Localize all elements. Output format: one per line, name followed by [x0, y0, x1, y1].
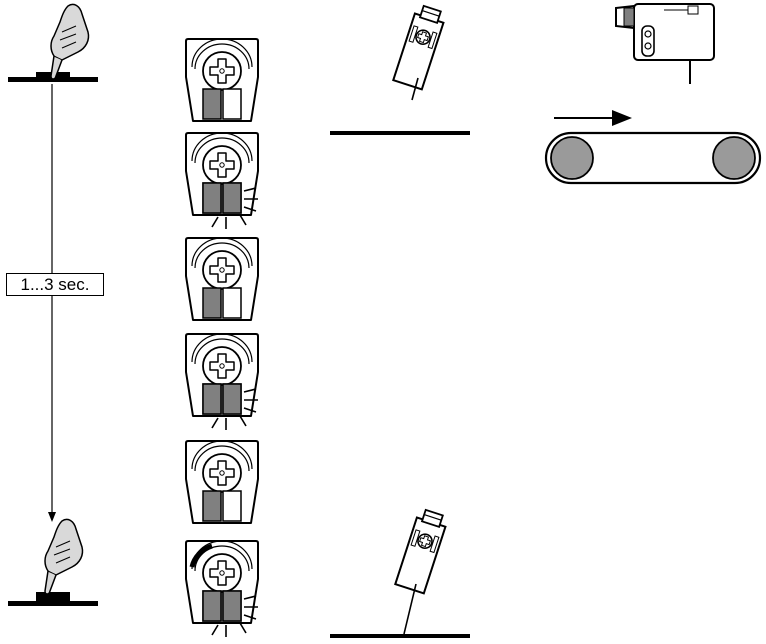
indicator-step-2 [185, 132, 259, 230]
indicator-step-4 [185, 333, 259, 431]
timeline-arrowhead [48, 512, 56, 522]
indicator-step-3 [185, 237, 259, 321]
duration-label: 1...3 sec. [6, 273, 104, 296]
press-button-start [8, 3, 98, 82]
sensor-background-top [330, 3, 470, 135]
press-button-end [8, 518, 98, 606]
indicator-step-5 [185, 440, 259, 524]
indicator-step-1 [185, 38, 259, 122]
sensor-background-bottom [330, 507, 470, 638]
conveyor-belt [544, 131, 762, 185]
sensor-conveyor [615, 3, 715, 84]
movement-arrow [554, 110, 632, 126]
indicator-step-6 [185, 540, 259, 638]
